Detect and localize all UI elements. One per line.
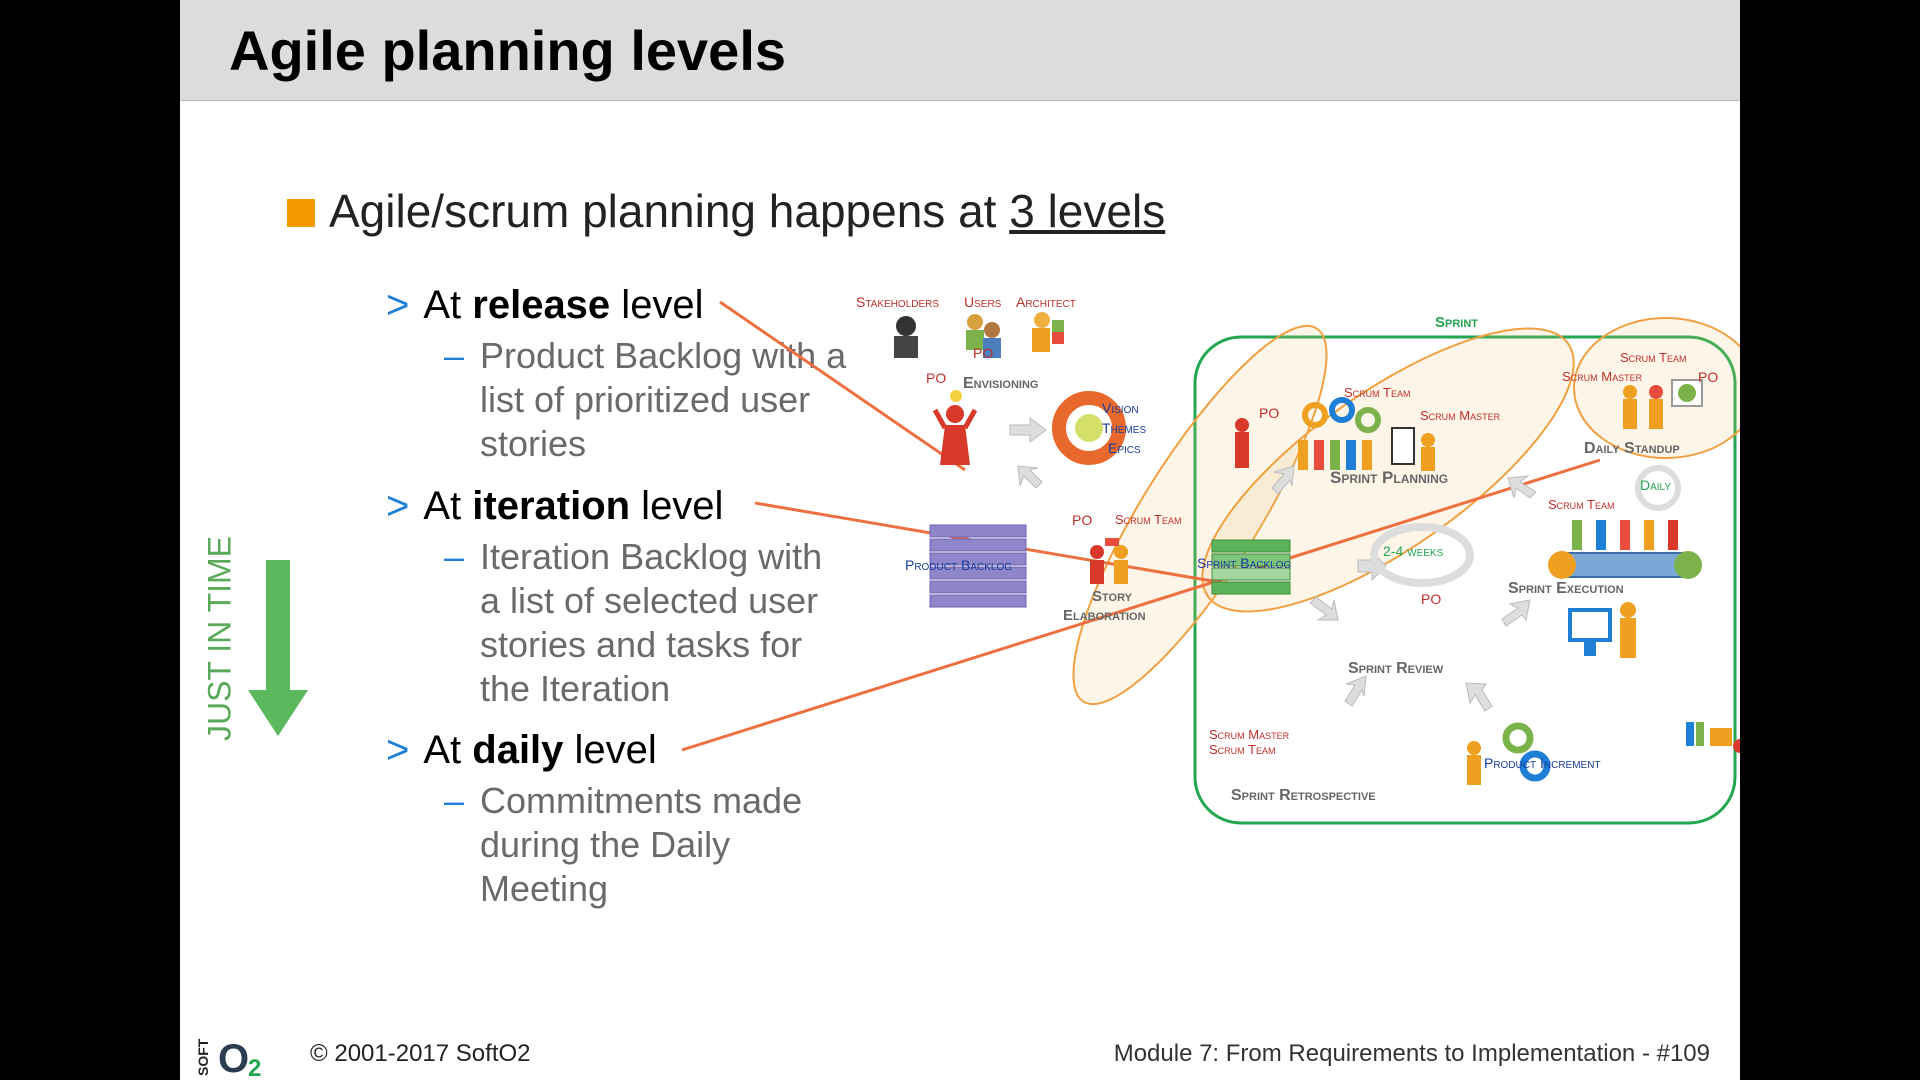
chevron-right-icon: >: [386, 484, 410, 528]
architect-icon: [1032, 312, 1064, 352]
level-iteration: >At iteration level: [386, 484, 724, 528]
svg-text:SOFT: SOFT: [196, 1038, 211, 1076]
label-epics: Epics: [1108, 440, 1141, 456]
label-story: Story: [1092, 588, 1132, 605]
label-scrum-master-2: Scrum Master: [1562, 369, 1643, 384]
main-bullet: Agile/scrum planning happens at 3 levels: [329, 184, 1165, 238]
label-elaboration: Elaboration: [1063, 607, 1146, 624]
label-scrum-team-2: Scrum Team: [1344, 385, 1411, 400]
slide: Agile planning levels Agile/scrum planni…: [180, 0, 1740, 1080]
label-scrum-team-3: Scrum Team: [1620, 350, 1687, 365]
label-users: Users: [964, 294, 1002, 310]
label-product-increment: Product Increment: [1484, 755, 1601, 771]
chevron-right-icon: >: [386, 728, 410, 772]
arrow-icon: [1017, 465, 1043, 489]
footer-copyright: © 2001-2017 SoftO2: [310, 1040, 531, 1067]
softo2-logo-icon: SOFT O 2: [196, 1037, 261, 1078]
footer-module: Module 7: From Requirements to Implement…: [1113, 1040, 1710, 1067]
level-iteration-desc: – Iteration Backlog with a list of selec…: [444, 536, 823, 709]
story-elaboration-team-icon: [1090, 538, 1128, 584]
daily-standup-icon: [1623, 379, 1703, 429]
daily-ellipse: [1573, 317, 1740, 459]
sprint-review-icon: [1568, 602, 1636, 658]
label-po-1: PO: [926, 370, 947, 386]
label-scrum-master-1: Scrum Master: [1420, 408, 1501, 423]
label-vision: Vision: [1102, 400, 1139, 416]
level-release: >At release level: [386, 283, 704, 327]
dash-icon: –: [444, 536, 465, 577]
dash-icon: –: [444, 780, 465, 821]
arrow-icon: [1271, 465, 1295, 495]
label-sprint-retrospective: Sprint Retrospective: [1231, 787, 1376, 804]
label-sprint-planning: Sprint Planning: [1330, 468, 1449, 487]
label-scrum-team-4: Scrum Team: [1548, 497, 1615, 512]
just-in-time-label: JUST IN TIME: [201, 535, 238, 742]
label-weeks: 2-4 weeks: [1383, 543, 1444, 559]
label-scrum-team-1: Scrum Team: [1115, 512, 1182, 527]
level-daily: >At daily level: [386, 728, 657, 772]
arrow-icon: [1507, 475, 1537, 499]
svg-text:O: O: [218, 1037, 249, 1078]
label-po-6: PO: [1421, 591, 1442, 607]
label-sprint-backlog: Sprint Backlog: [1197, 555, 1292, 571]
label-po-2: PO: [973, 345, 994, 361]
label-envisioning: Envisioning: [963, 375, 1039, 392]
label-po-4: PO: [1259, 405, 1280, 421]
main-bullet-prefix: Agile/scrum planning happens at: [329, 185, 1010, 237]
label-architect: Architect: [1016, 294, 1076, 310]
svg-text:2: 2: [248, 1055, 261, 1078]
stakeholder-icon: [894, 316, 918, 358]
bullet-square-icon: [287, 199, 315, 227]
title-bar: Agile planning levels: [180, 0, 1740, 101]
chevron-right-icon: >: [386, 283, 410, 327]
arrow-icon: [1357, 550, 1387, 582]
arrow-icon: [1344, 675, 1367, 707]
label-po-5: PO: [1698, 369, 1719, 385]
label-sprint-execution: Sprint Execution: [1508, 580, 1624, 597]
main-bullet-underlined: 3 levels: [1009, 185, 1166, 237]
dash-icon: –: [444, 335, 465, 376]
arrow-icon: [1009, 417, 1047, 443]
label-themes: Themes: [1102, 420, 1147, 436]
label-daily-standup: Daily Standup: [1584, 440, 1680, 457]
product-increment-icon: [1686, 722, 1740, 753]
label-product-backlog: Product Backlog: [905, 557, 1013, 573]
product-owner-icon: [932, 390, 978, 465]
down-arrow-icon: [248, 560, 308, 736]
scrum-diagram: [681, 300, 1740, 825]
label-scrum-team-5: Scrum Team: [1209, 742, 1276, 757]
level-release-desc: – Product Backlog with a list of priorit…: [444, 335, 847, 464]
label-sprint: Sprint: [1435, 314, 1479, 331]
label-daily: Daily: [1640, 477, 1672, 493]
level-daily-desc: – Commitments made during the Daily Meet…: [444, 780, 803, 909]
sprint-execution-icon: [1548, 520, 1702, 579]
label-po-3: PO: [1072, 512, 1093, 528]
arrow-icon: [1465, 682, 1493, 712]
arrow-icon: [1501, 599, 1531, 627]
label-sprint-review: Sprint Review: [1348, 660, 1444, 677]
page-title: Agile planning levels: [229, 19, 787, 82]
arrow-icon: [1309, 596, 1339, 621]
label-stakeholders: Stakeholders: [856, 294, 940, 310]
label-scrum-master-3: Scrum Master: [1209, 727, 1290, 742]
iteration-connector: [754, 501, 1266, 592]
